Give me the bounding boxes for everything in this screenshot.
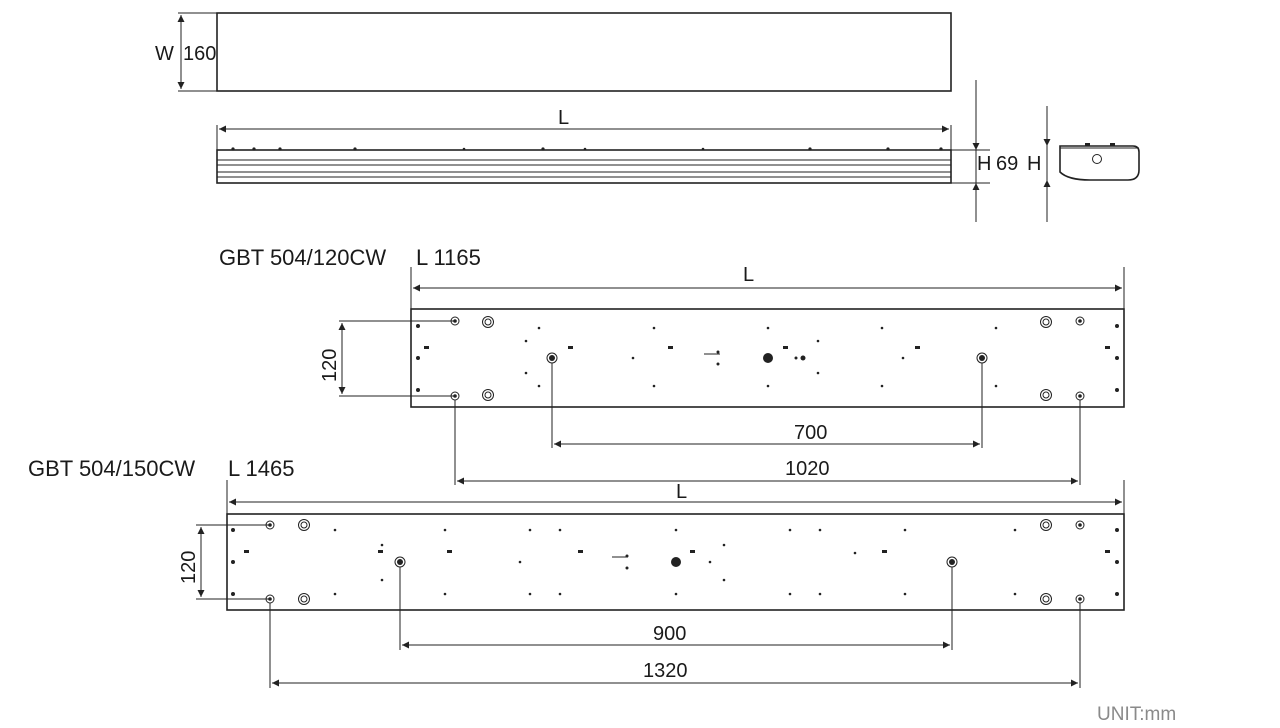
model-2-side-dim: 120 <box>178 551 200 584</box>
model-1-outer-dim: 1020 <box>785 458 830 480</box>
height-value: 69 <box>996 153 1018 175</box>
model-2-inner-dim: 900 <box>653 623 686 645</box>
top-view: W 160 <box>155 12 952 92</box>
model-1-name: GBT 504/120CW <box>219 245 386 270</box>
model-2-plate <box>226 513 1125 611</box>
model-2-length-label: L <box>676 481 687 503</box>
width-label: W <box>155 43 174 65</box>
model-1-holes <box>416 316 1119 401</box>
width-value: 160 <box>183 43 216 65</box>
model-1-length-label: L <box>743 264 754 286</box>
model-1-drawing: GBT 504/120CW L 1165 L 120 <box>219 245 1125 485</box>
model-1-side-dim: 120 <box>319 349 341 382</box>
model-2-holes <box>231 519 1119 605</box>
model-1-inner-dim: 700 <box>794 422 827 444</box>
height-label-right: H <box>1027 153 1041 175</box>
side-length-label: L <box>558 107 569 129</box>
model-1-plate <box>410 308 1125 408</box>
end-profile-hole <box>1092 154 1102 164</box>
side-view: L H 69 H <box>216 80 1140 222</box>
unit-label: UNIT:mm <box>1097 704 1176 725</box>
end-profile <box>1059 145 1140 181</box>
side-view-bumps <box>231 147 943 151</box>
top-view-outline <box>216 12 952 92</box>
side-view-body <box>216 149 952 184</box>
height-label-left: H <box>977 153 991 175</box>
model-2-outer-dim: 1320 <box>643 660 688 682</box>
model-1-length: L 1165 <box>416 245 481 270</box>
model-2-drawing: GBT 504/150CW L 1465 L 120 <box>28 456 1125 688</box>
model-2-length: L 1465 <box>228 456 294 481</box>
model-2-name: GBT 504/150CW <box>28 456 195 481</box>
